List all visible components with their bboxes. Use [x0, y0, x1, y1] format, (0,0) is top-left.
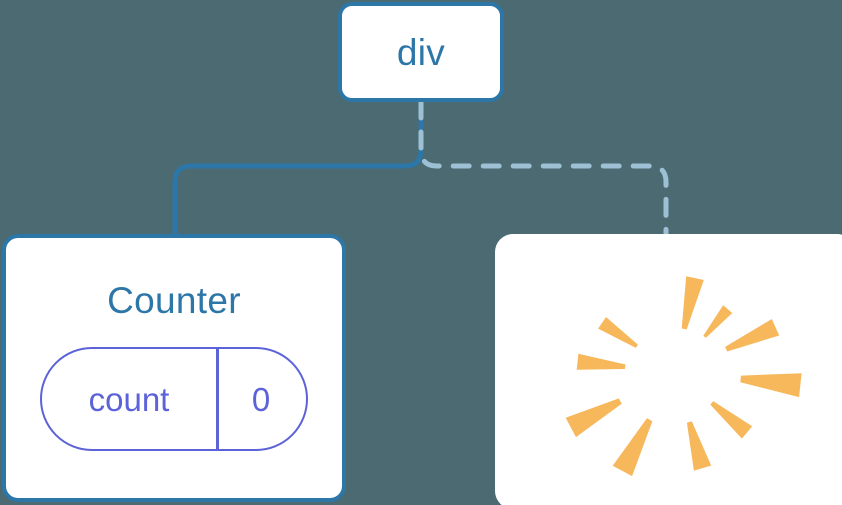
state-pill[interactable]: count 0 [40, 347, 308, 451]
spark-ray-9 [576, 353, 626, 370]
spark-ray-8 [565, 398, 622, 438]
spark-ray-10 [598, 317, 638, 348]
spark-ray-6 [686, 421, 712, 471]
spark-ray-2 [703, 305, 733, 338]
node-rerender[interactable] [495, 234, 842, 505]
spark-ray-4 [740, 373, 802, 398]
spark-ray-5 [710, 401, 753, 439]
edge-div-to-counter [172, 99, 424, 239]
sparkle-burst-icon [565, 276, 802, 477]
spark-ray-3 [725, 319, 780, 352]
state-pill-divider [216, 349, 219, 449]
edge-div-to-rerender [418, 99, 669, 239]
node-counter[interactable]: Counter count 0 [2, 234, 346, 502]
spark-ray-1 [681, 276, 704, 330]
node-div-label: div [396, 31, 446, 73]
spark-ray-7 [612, 418, 653, 477]
state-key: count [88, 380, 170, 418]
state-value: 0 [251, 380, 271, 418]
node-counter-label: Counter [107, 280, 241, 321]
node-div[interactable]: div [338, 2, 504, 102]
